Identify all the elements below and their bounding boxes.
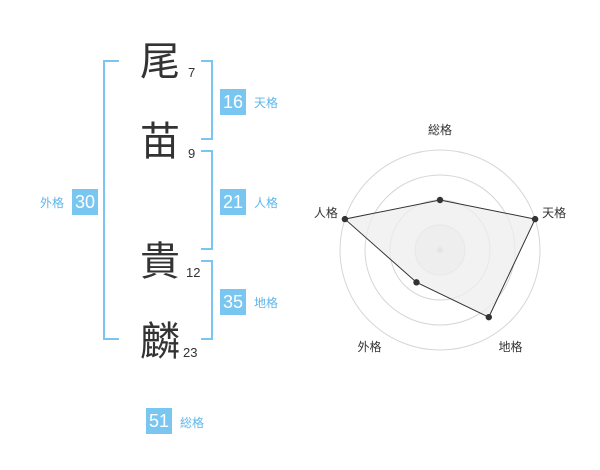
radar-point-5 — [341, 215, 349, 223]
name-char-3: 貴 — [140, 239, 180, 285]
jinkaku-value: 21 — [220, 189, 246, 215]
radar-point-3 — [485, 313, 492, 321]
radar-axis-label-4: 外格 — [357, 339, 381, 354]
chikaku-label: 地格 — [254, 296, 279, 310]
tenkaku-bracket — [201, 60, 213, 140]
gaikaku-value: 30 — [72, 189, 98, 215]
radar-point-4 — [413, 279, 420, 286]
chikaku-bracket — [201, 260, 213, 340]
radar-ring-4 — [339, 149, 541, 351]
radar-axis-label-2: 天格 — [542, 205, 566, 220]
name-char-1: 尾 — [140, 39, 180, 85]
jinkaku-bracket — [201, 150, 213, 250]
radar-axis-label-5: 人格 — [314, 205, 338, 220]
radar-point-2 — [531, 215, 539, 223]
jinkaku-label: 人格 — [254, 196, 279, 210]
gaikaku-bracket — [103, 60, 119, 340]
stroke-count-3: 12 — [186, 265, 201, 280]
radar-polygon — [343, 199, 536, 318]
tenkaku-value: 16 — [220, 89, 246, 115]
radar-axis-label-3: 地格 — [499, 339, 523, 354]
tenkaku-label: 天格 — [254, 96, 279, 110]
stroke-count-1: 7 — [188, 65, 196, 80]
name-char-2: 苗 — [140, 119, 180, 165]
soukaku-value: 51 — [146, 408, 172, 434]
soukaku-label: 総格 — [180, 416, 205, 430]
radar-point-1 — [436, 196, 444, 204]
gaikaku-label: 外格 — [40, 196, 65, 210]
chikaku-value: 35 — [220, 289, 246, 315]
name-char-4: 麟 — [140, 319, 180, 365]
stroke-count-4: 23 — [183, 345, 198, 360]
radar-axis-label-1: 総格 — [428, 122, 452, 137]
stroke-count-2: 9 — [188, 146, 196, 161]
